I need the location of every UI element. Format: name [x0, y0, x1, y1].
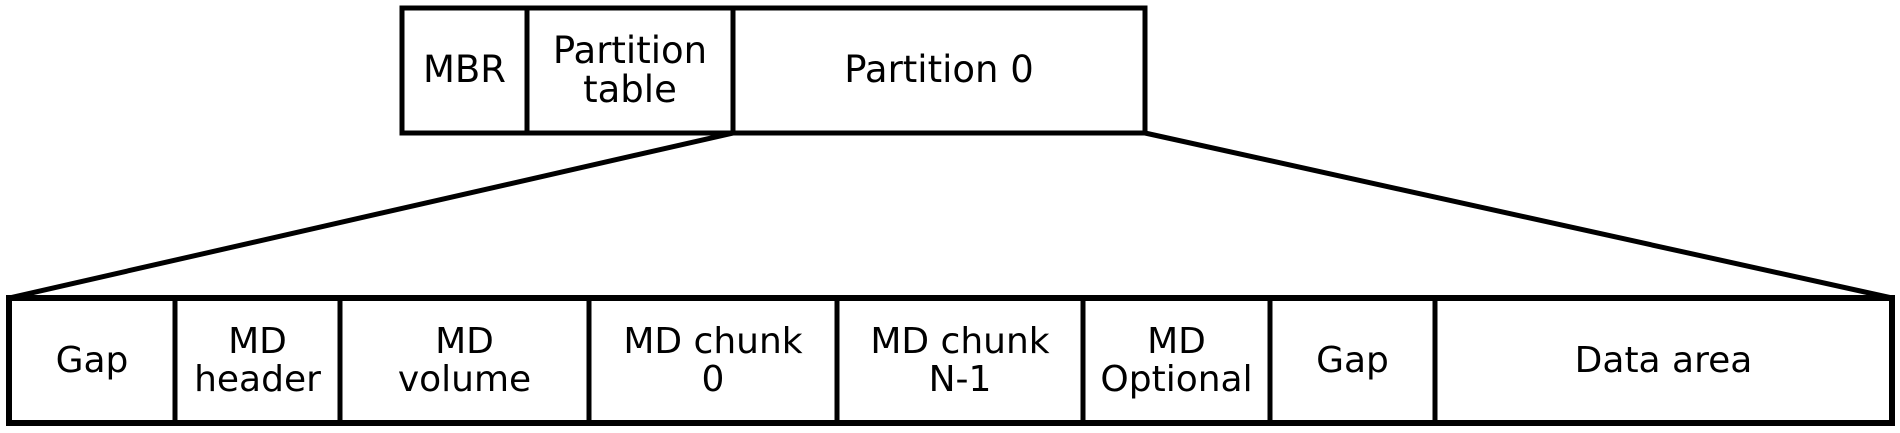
top-row-outline	[399, 5, 1148, 136]
expand-left-connector	[8, 130, 734, 301]
bottom-row-outline	[6, 295, 1895, 426]
expand-right-connector	[1144, 130, 1893, 301]
